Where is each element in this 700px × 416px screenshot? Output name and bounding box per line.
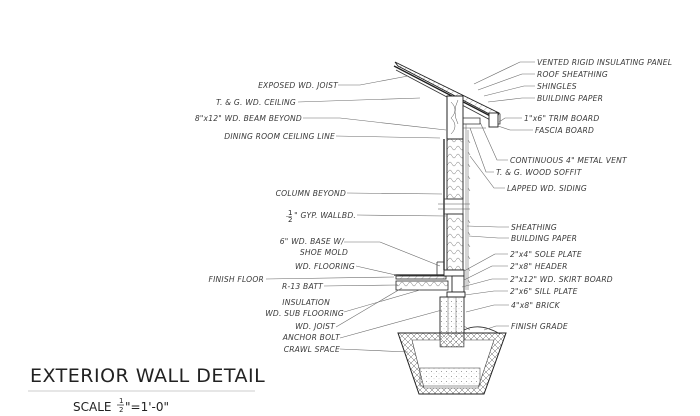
label-skirt-board: 2"x12" WD. SKIRT BOARD (510, 275, 613, 284)
label-header: 2"x8" HEADER (510, 262, 568, 271)
label-dining-ceiling: DINING ROOM CEILING LINE (224, 132, 335, 141)
label-finish-grade: FINISH GRADE (511, 322, 568, 331)
label-gyp-wallbd: " GYP. WALLBD. (294, 211, 356, 220)
gyp-fraction-den: 2 (288, 216, 292, 224)
scale-fraction-den: 2 (119, 406, 123, 414)
label-tg-ceiling: T. & G. WD. CEILING (216, 98, 296, 107)
label-shoe-mold: SHOE MOLD (300, 248, 348, 257)
label-insulation: INSULATION (282, 298, 330, 307)
label-building-paper-wall: BUILDING PAPER (511, 234, 577, 243)
title-block: EXTERIOR WALL DETAIL SCALE 1 2 "=1'-0" (28, 365, 265, 414)
drawing-title: EXTERIOR WALL DETAIL (30, 365, 265, 387)
label-wd-flooring: WD. FLOORING (295, 262, 355, 271)
label-sill-plate: 2"x6" SILL PLATE (510, 287, 578, 296)
left-labels: EXPOSED WD. JOIST T. & G. WD. CEILING 8"… (195, 81, 356, 354)
label-sub-flooring: WD. SUB FLOORING (265, 309, 344, 318)
label-column-beyond: COLUMN BEYOND (276, 189, 346, 198)
label-wd-joist: WD. JOIST (295, 322, 336, 331)
label-anchor-bolt: ANCHOR BOLT (282, 333, 341, 342)
label-metal-vent: CONTINUOUS 4" METAL VENT (510, 156, 628, 165)
label-brick: 4"x8" BRICK (511, 301, 561, 310)
label-fascia-board: FASCIA BOARD (535, 126, 594, 135)
label-r13-batt: R-13 BATT (282, 282, 324, 291)
label-shingles: SHINGLES (537, 82, 577, 91)
label-vented-panel: VENTED RIGID INSULATING PANEL (537, 58, 672, 67)
label-sheathing: SHEATHING (511, 223, 557, 232)
roof-assembly (393, 61, 501, 128)
floor-system (394, 261, 466, 298)
label-wd-base: 6" WD. BASE W/ (280, 237, 345, 246)
left-leaders (265, 75, 447, 353)
label-beam-beyond: 8"x12" WD. BEAM BEYOND (195, 114, 302, 123)
stud-wall (438, 96, 471, 290)
label-sole-plate: 2"x4" SOLE PLATE (510, 250, 582, 259)
label-exposed-joist: EXPOSED WD. JOIST (258, 81, 339, 90)
label-crawl-space: CRAWL SPACE (284, 345, 340, 354)
right-leaders (461, 61, 535, 331)
label-building-paper-roof: BUILDING PAPER (537, 94, 603, 103)
foundation (397, 296, 507, 395)
scale-fraction-num: 1 (119, 397, 123, 405)
right-labels: VENTED RIGID INSULATING PANEL ROOF SHEAT… (496, 58, 672, 331)
label-lapped-siding: LAPPED WD. SIDING (507, 184, 587, 193)
label-finish-floor: FINISH FLOOR (209, 275, 264, 284)
scale-prefix: SCALE (73, 400, 111, 414)
scale-suffix: "=1'-0" (125, 400, 169, 414)
label-trim-board: 1"x6" TRIM BOARD (524, 114, 599, 123)
label-roof-sheathing: ROOF SHEATHING (537, 70, 608, 79)
gyp-fraction-num: 1 (288, 209, 292, 217)
label-wood-soffit: T. & G. WOOD SOFFIT (496, 168, 583, 177)
beam-assembly (446, 95, 486, 140)
